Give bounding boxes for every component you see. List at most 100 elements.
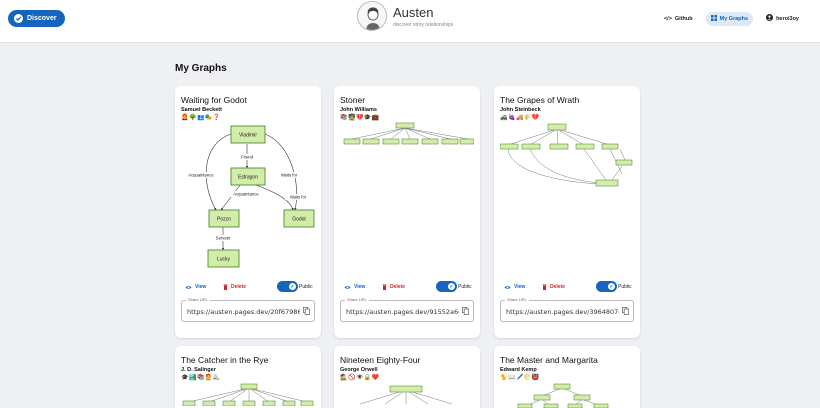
edge-label: Acquaintance <box>233 192 259 197</box>
graph-node <box>202 400 216 406</box>
trash-icon <box>542 284 547 290</box>
graph-node <box>601 143 619 150</box>
share-url-label: Share URL <box>186 297 210 302</box>
card-title: The Grapes of Wrath <box>500 95 580 105</box>
graph-preview[interactable]: Friend Acquaintance Waits for Acquaintan… <box>181 124 315 274</box>
graph-edge <box>205 133 232 211</box>
graph-card: Stoner John Williams 📚🧑‍🏫💔🎓💼 View Delete… <box>334 86 480 338</box>
edge-label: Waits for <box>281 173 298 178</box>
graph-node <box>547 123 567 131</box>
card-author: Edward Kemp <box>500 367 537 373</box>
edge-label-bg <box>213 235 233 241</box>
code-icon: </> <box>663 15 672 22</box>
eye-icon <box>504 285 511 289</box>
delete-button[interactable]: Delete <box>382 284 405 290</box>
graph-preview[interactable] <box>181 382 315 406</box>
view-label: View <box>354 284 366 290</box>
nav-my-graphs[interactable]: My Graphs <box>705 11 754 26</box>
card-emoji: 🐈📖🖊️🌕👹 <box>500 375 540 381</box>
delete-button[interactable]: Delete <box>542 284 565 290</box>
public-toggle[interactable]: ✓ <box>436 281 457 292</box>
nav-github-label: Github <box>674 15 693 22</box>
graph-node-label: Godot <box>292 217 306 223</box>
edge-label: Friend <box>241 155 254 160</box>
graph-node <box>230 125 266 144</box>
public-label: Public <box>299 284 313 290</box>
graph-node <box>421 138 439 145</box>
graph-node <box>543 403 559 408</box>
discover-button[interactable]: Discover <box>8 10 65 27</box>
card-title: The Catcher in the Rye <box>181 355 269 365</box>
grid-icon <box>710 14 717 23</box>
nav-user[interactable]: heroi3oy <box>761 11 804 26</box>
graph-card: The Master and Margarita Edward Kemp 🐈📖🖊… <box>494 346 640 408</box>
check-icon: ✓ <box>607 282 616 291</box>
graph-node <box>593 403 609 408</box>
view-button[interactable]: View <box>344 284 365 290</box>
graph-preview[interactable] <box>500 122 634 192</box>
graph-node <box>222 400 236 406</box>
edge-label-bg <box>229 191 263 197</box>
top-nav: </> Github My Graphs heroi3oy <box>659 11 804 26</box>
graph-node <box>401 138 419 145</box>
check-icon: ✓ <box>288 282 297 291</box>
delete-button[interactable]: Delete <box>223 284 246 290</box>
graph-preview[interactable] <box>340 382 474 406</box>
public-toggle[interactable]: ✓ <box>277 281 298 292</box>
share-url-value[interactable]: https://austen.pages.dev/91552a66-c <box>346 308 459 316</box>
graph-node <box>242 400 256 406</box>
share-url-field[interactable]: Share URL https://austen.pages.dev/91552… <box>340 297 474 322</box>
brand[interactable]: Austen discover story relationships <box>357 1 453 31</box>
graph-node <box>553 383 571 390</box>
graph-node <box>615 159 633 166</box>
view-button[interactable]: View <box>504 284 525 290</box>
graph-node-label: Pozzo <box>217 217 231 223</box>
discover-label: Discover <box>27 15 57 22</box>
delete-label: Delete <box>550 284 566 290</box>
share-url-field[interactable]: Share URL https://austen.pages.dev/39648… <box>500 297 634 322</box>
share-url-label: Share URL <box>345 297 369 302</box>
delete-label: Delete <box>390 284 406 290</box>
graph-card: The Grapes of Wrath John Steinbeck 🚜🍇🚚🌾💔… <box>494 86 640 338</box>
graph-node <box>207 249 240 268</box>
share-url-value[interactable]: https://austen.pages.dev/20f67986-0c <box>187 308 300 316</box>
view-label: View <box>514 284 526 290</box>
card-author: John Steinbeck <box>500 107 541 113</box>
graph-node <box>283 209 315 228</box>
top-bar: Discover Austen discover story relations… <box>0 0 820 43</box>
edge-label-bg <box>285 194 311 200</box>
edge-label-bg <box>277 172 301 178</box>
graph-preview[interactable] <box>340 122 474 152</box>
graph-node <box>517 403 533 408</box>
graph-node <box>230 167 266 186</box>
graph-node <box>441 138 459 145</box>
graph-node <box>395 122 415 129</box>
copy-icon[interactable] <box>462 307 469 315</box>
graph-node <box>533 394 551 401</box>
nav-user-label: heroi3oy <box>776 15 799 22</box>
copy-icon[interactable] <box>622 307 629 315</box>
graph-edge <box>264 133 297 211</box>
nav-github[interactable]: </> Github <box>659 13 698 25</box>
share-url-value[interactable]: https://austen.pages.dev/3964807d-3 <box>506 308 619 316</box>
graph-node <box>595 179 619 187</box>
nav-my-graphs-label: My Graphs <box>719 15 749 22</box>
share-url-field[interactable]: Share URL https://austen.pages.dev/20f67… <box>181 297 315 322</box>
graph-preview[interactable] <box>500 382 634 408</box>
card-title: Nineteen Eighty-Four <box>340 355 421 365</box>
card-emoji: 📚🧑‍🏫💔🎓💼 <box>340 115 380 121</box>
view-button[interactable]: View <box>185 284 206 290</box>
card-author: J. D. Salinger <box>181 367 216 373</box>
eye-icon <box>344 285 351 289</box>
copy-icon[interactable] <box>303 307 310 315</box>
graph-node-label: Estragon <box>238 175 258 181</box>
public-toggle[interactable]: ✓ <box>596 281 617 292</box>
card-actions: View Delete ✓ Public <box>500 281 634 295</box>
trash-icon <box>223 284 228 290</box>
graph-node <box>208 209 240 228</box>
card-author: Samuel Beckett <box>181 107 222 113</box>
card-actions: View Delete ✓ Public <box>181 281 315 295</box>
check-icon: ✓ <box>447 282 456 291</box>
public-label: Public <box>618 284 632 290</box>
graph-node <box>575 143 595 150</box>
